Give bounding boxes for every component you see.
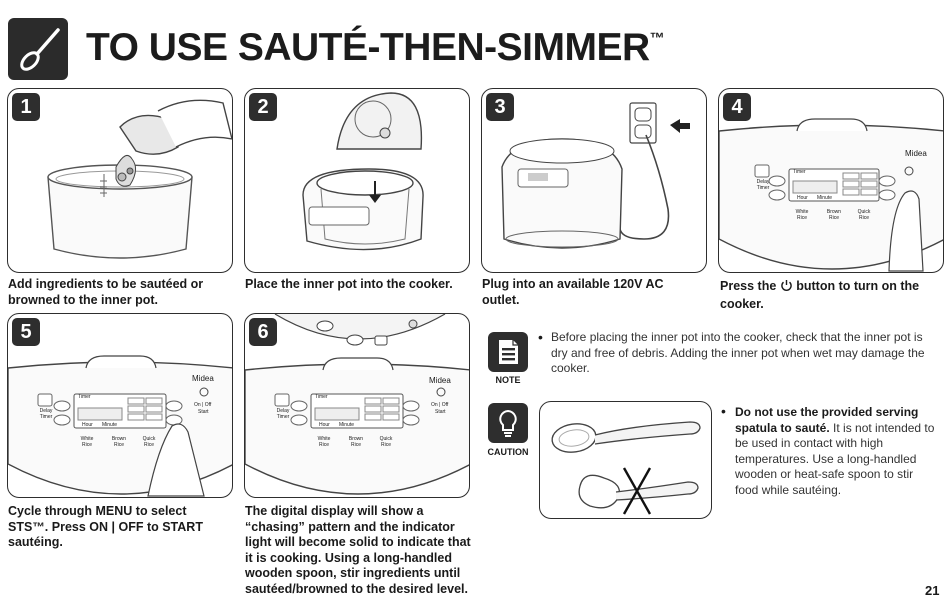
step-number: 1 [12,93,40,121]
on-off-label: On | Off [194,402,212,408]
step-number: 6 [249,318,277,346]
spoon-icon [8,18,68,80]
spatula-illustration [551,421,701,515]
page-title: TO USE SAUTÉ-THEN-SIMMER™ [86,26,665,69]
step-3-panel: 3 [481,88,707,273]
add-ingredients-illustration [47,99,232,259]
step-4-caption: Press the button to turn on the cooker. [720,279,920,311]
power-icon [780,279,793,297]
brown-rice-label: Brown Rice [826,209,842,221]
caution-bold-text: Do not use the provided serving spatula … [735,405,919,435]
caution-text: Do not use the provided serving spatula … [735,405,935,497]
brown-rice-label: Brown Rice [348,436,364,448]
brand-logo: Midea [429,376,451,385]
minute-label: Minute [339,422,355,428]
delay-timer-label: Delay Timer [276,408,290,420]
step-4-panel: 4 Midea Timer Delay Timer Hour Minute Wh… [718,88,944,273]
trademark: ™ [649,30,665,47]
timer-label: Timer [78,394,91,400]
brown-rice-label: Brown Rice [111,436,127,448]
white-rice-label: White Rice [317,436,331,448]
delay-timer-label: Delay Timer [39,408,53,420]
brand-logo: Midea [905,149,927,158]
control-panel-power-illustration [719,118,943,272]
spatula-warning-panel [539,401,712,519]
step-6-panel: 6 Midea On | Off Start Timer Delay Timer… [244,313,470,498]
note-text: Before placing the inner pot into the co… [551,330,925,375]
insert-pot-illustration [302,92,424,251]
quick-rice-label: Quick Rice [857,209,871,221]
quick-rice-label: Quick Rice [142,436,156,448]
step-6-caption: The digital display will show a “chasing… [245,504,471,596]
note-icon [488,332,528,372]
hour-label: Hour [797,195,808,201]
step-number: 3 [486,93,514,121]
lightbulb-icon [488,403,528,443]
hour-label: Hour [82,422,93,428]
page-number: 21 [925,583,940,598]
white-rice-label: White Rice [80,436,94,448]
plug-in-illustration [501,102,690,249]
step-number: 2 [249,93,277,121]
on-off-label: On | Off [431,402,449,408]
menu-select-illustration [8,355,232,497]
minute-label: Minute [817,195,833,201]
white-rice-label: White Rice [795,209,809,221]
delay-timer-label: Delay Timer [756,179,770,191]
step-5-panel: 5 Midea On | Off Start Timer Delay Timer… [7,313,233,498]
caution-label: CAUTION [487,447,529,457]
step-number: 4 [723,93,751,121]
note-bullet: • [538,329,543,345]
hour-label: Hour [319,422,330,428]
step-5-caption: Cycle through MENU to select STS™. Press… [8,504,203,549]
step-1-panel: 1 [7,88,233,273]
start-label: Start [198,409,209,415]
step-number: 5 [12,318,40,346]
caution-bullet: • [721,403,726,419]
note-label: NOTE [495,375,521,385]
cooking-display-illustration [245,314,469,495]
step-2-caption: Place the inner pot into the cooker. [245,277,453,291]
minute-label: Minute [102,422,118,428]
timer-label: Timer [315,394,328,400]
quick-rice-label: Quick Rice [379,436,393,448]
brand-logo: Midea [192,374,214,383]
timer-label: Timer [793,169,806,175]
step-1-caption: Add ingredients to be sautéed or browned… [8,277,204,307]
step-3-caption: Plug into an available 120V AC outlet. [482,277,664,307]
start-label: Start [435,409,446,415]
step-2-panel: 2 [244,88,470,273]
